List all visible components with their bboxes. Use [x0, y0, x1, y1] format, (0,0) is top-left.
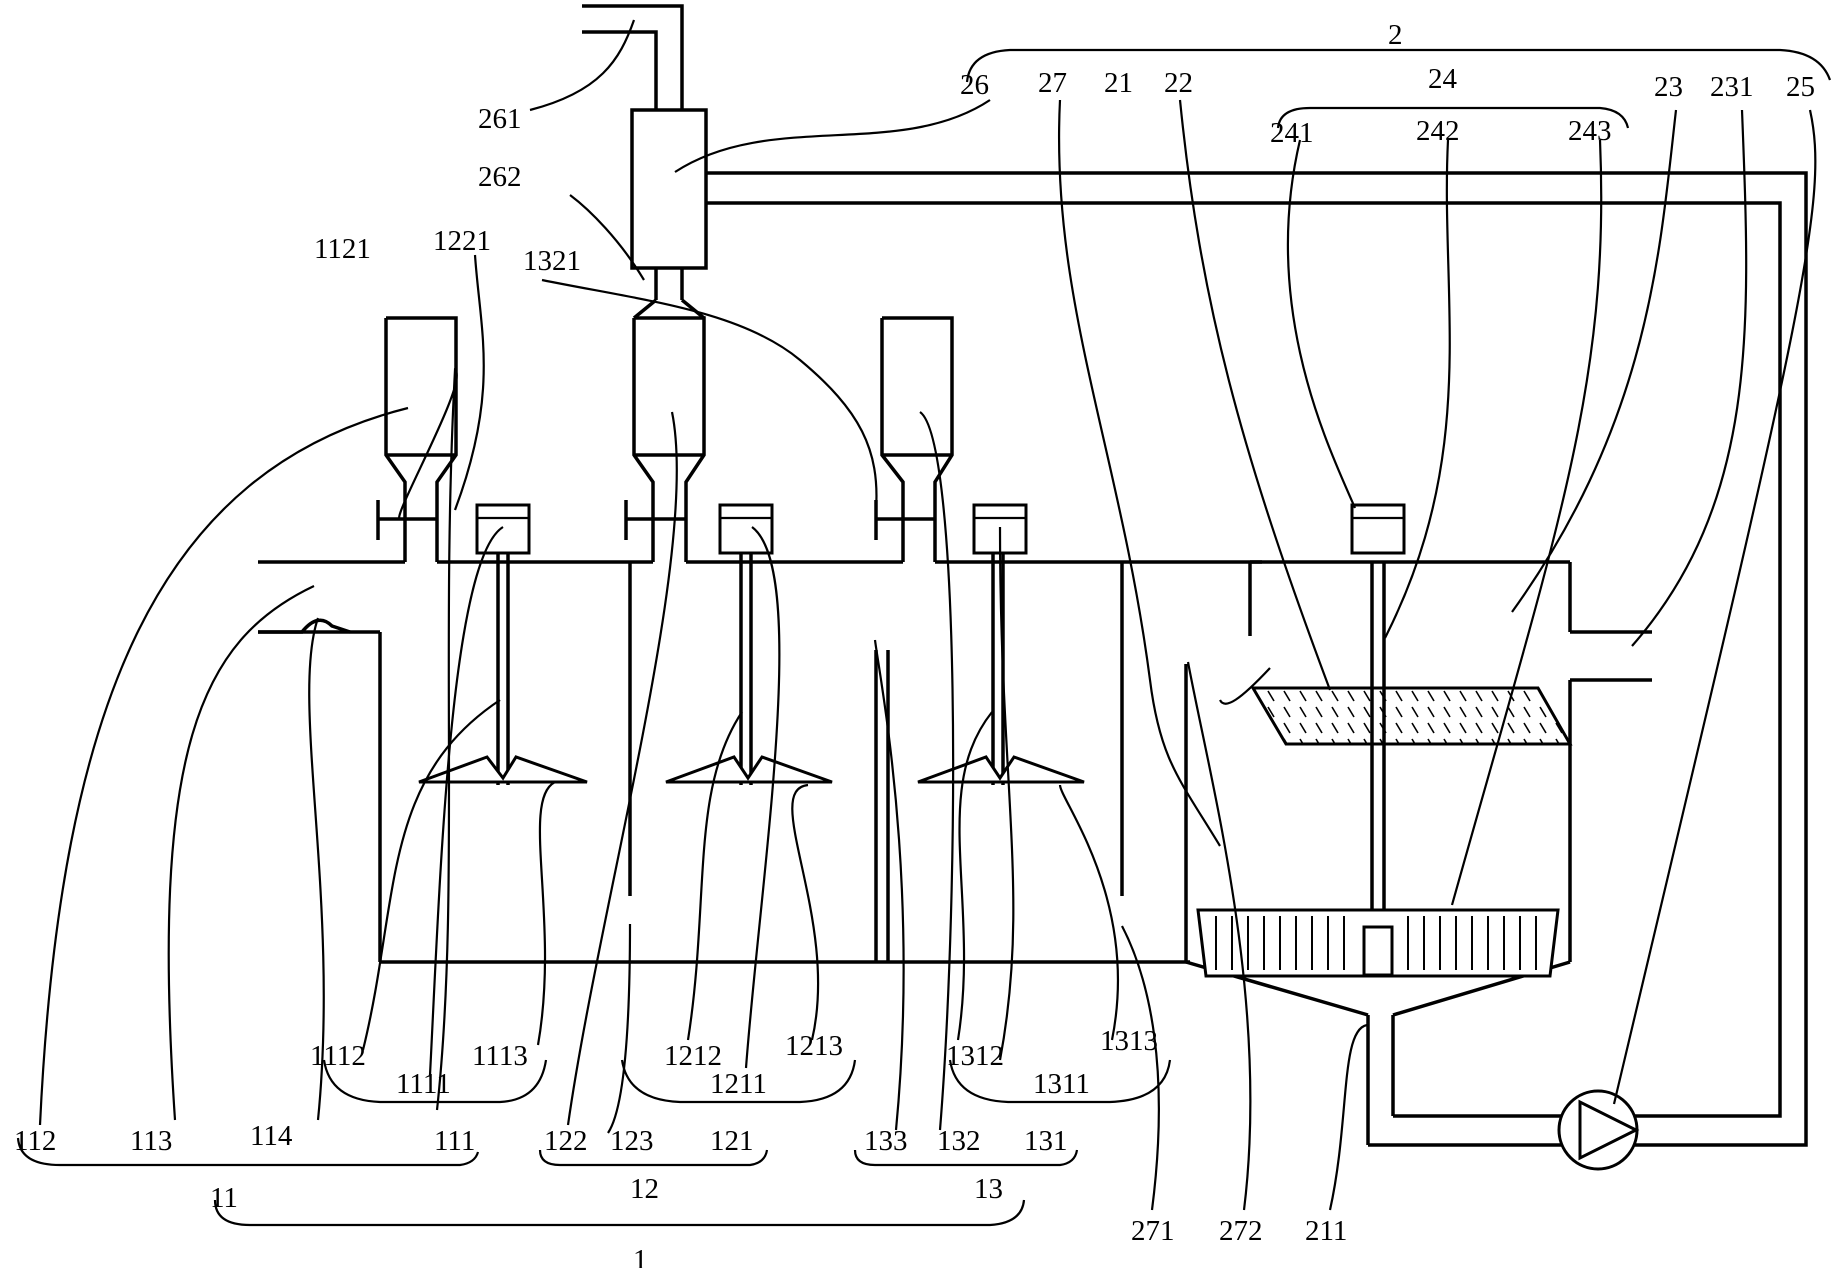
label-1221: 1221: [433, 225, 491, 257]
label-1121: 1121: [314, 233, 371, 265]
leader-lines: [38, 19, 1817, 1211]
label-11: 11: [210, 1182, 238, 1214]
label-272: 272: [1219, 1215, 1263, 1247]
label-27: 27: [1038, 67, 1067, 99]
dosing-hopper-112: [376, 316, 458, 562]
label-121: 121: [710, 1125, 754, 1157]
label-24: 24: [1428, 63, 1458, 95]
label-25: 25: [1786, 71, 1815, 103]
pump-25: [1557, 1089, 1640, 1171]
reference-labels: 112 113 114 111 11 1 1112 1111 1113 122 …: [14, 19, 1815, 1273]
label-12: 12: [630, 1173, 659, 1205]
mixer-24-motor: [1350, 503, 1406, 555]
label-242: 242: [1416, 115, 1460, 147]
label-122: 122: [544, 1125, 588, 1157]
reaction-tank: [258, 560, 1262, 964]
label-262: 262: [478, 161, 522, 193]
label-1311: 1311: [1033, 1068, 1090, 1100]
label-1: 1: [633, 1244, 648, 1268]
label-22: 22: [1164, 67, 1193, 99]
label-111: 111: [434, 1125, 475, 1157]
label-1312: 1312: [946, 1040, 1004, 1072]
label-114: 114: [250, 1120, 293, 1152]
label-131: 131: [1024, 1125, 1068, 1157]
return-pipe: [706, 171, 1808, 1147]
mixer-111: [418, 503, 588, 785]
label-1213: 1213: [785, 1030, 843, 1062]
mud-scraper: [1196, 562, 1560, 978]
label-133: 133: [864, 1125, 908, 1157]
label-1111: 1111: [396, 1068, 451, 1100]
label-1321: 1321: [523, 245, 581, 277]
label-112: 112: [14, 1125, 56, 1157]
label-1211: 1211: [710, 1068, 767, 1100]
dosing-hopper-132: [874, 316, 954, 562]
separator-26: [582, 4, 708, 320]
label-1113: 1113: [472, 1040, 528, 1072]
label-211: 211: [1305, 1215, 1347, 1247]
label-271: 271: [1131, 1215, 1175, 1247]
label-231: 231: [1710, 71, 1754, 103]
label-113: 113: [130, 1125, 172, 1157]
label-2: 2: [1388, 19, 1403, 51]
filter-media: [1250, 686, 1573, 746]
label-1313: 1313: [1100, 1025, 1158, 1057]
dosing-hopper-122: [624, 316, 706, 562]
label-123: 123: [610, 1125, 654, 1157]
mixer-121: [665, 503, 833, 785]
label-132: 132: [937, 1125, 981, 1157]
label-26: 26: [960, 69, 989, 101]
settling-tank: [1185, 560, 1652, 1145]
label-1212: 1212: [664, 1040, 722, 1072]
label-23: 23: [1654, 71, 1683, 103]
label-21: 21: [1104, 67, 1133, 99]
label-13: 13: [974, 1173, 1003, 1205]
label-243: 243: [1568, 115, 1612, 147]
braces: [16, 48, 1832, 1227]
inlet-weir-114: [258, 618, 351, 634]
label-241: 241: [1270, 117, 1314, 149]
label-261: 261: [478, 103, 522, 135]
label-1112: 1112: [310, 1040, 366, 1072]
